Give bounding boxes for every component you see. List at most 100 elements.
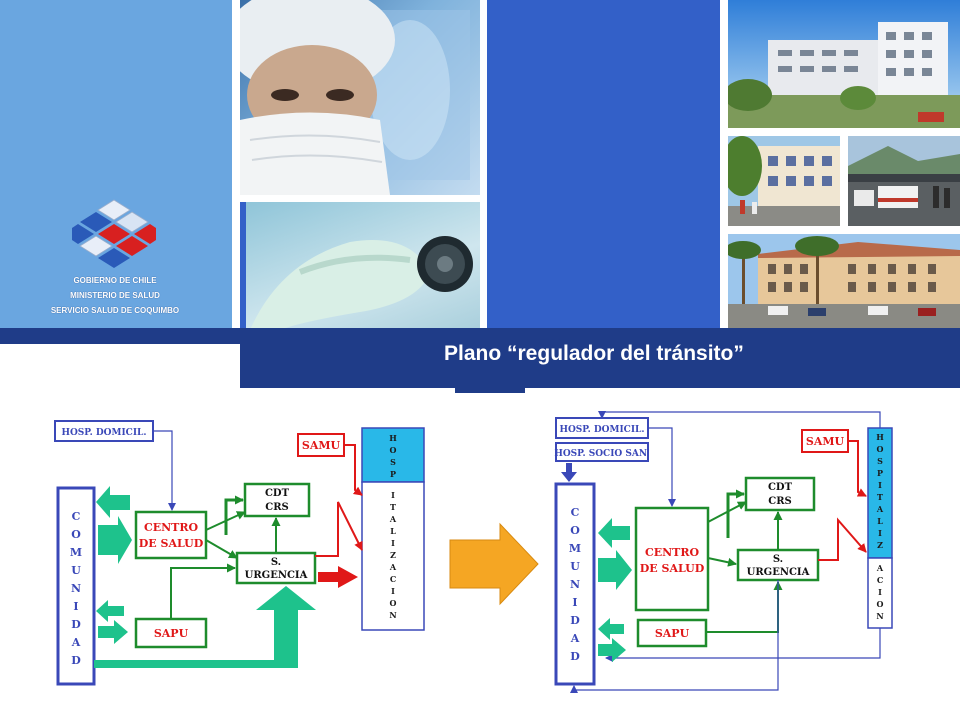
before-hosp-domicil-label: HOSP. DOMICIL. — [61, 428, 146, 438]
ambulance-photo — [848, 136, 960, 226]
after-samu-label: SAMU — [806, 435, 845, 448]
before-comunidad-letters-letter: M — [70, 546, 82, 559]
after-arrow-top-loop — [598, 411, 881, 428]
before-sapu-box — [134, 617, 208, 649]
after-comunidad-letters-letter: U — [570, 560, 580, 573]
after-arrow-centro-urgencia — [707, 557, 737, 567]
before-hosp-bottom-letter: C — [390, 574, 396, 584]
after-hosp-bottom-letter: I — [878, 587, 882, 597]
after-hosp-top-letter: A — [876, 504, 884, 514]
ministry-logo-icon — [72, 199, 156, 268]
street-building-photo — [728, 136, 840, 226]
before-teal-arrow-2 — [98, 516, 132, 564]
after-s-label: S. — [773, 554, 783, 565]
after-hosp-top-letter: T — [877, 492, 883, 502]
after-hosp-socio-box — [555, 442, 649, 462]
before-comunidad-letters-letter: D — [71, 654, 81, 667]
before-cdt-label: CDT — [265, 488, 290, 499]
before-arrow-centro-cdt-2 — [205, 511, 246, 531]
after-centro-salud-label-2: DE SALUD — [640, 562, 705, 575]
after-centro-salud-box — [634, 506, 710, 612]
before-comunidad-letters-letter: D — [71, 618, 81, 631]
after-teal-arrow-4 — [598, 638, 626, 662]
before-comunidad-letters-letter: U — [71, 564, 81, 577]
after-hosp-top-letter: S — [877, 456, 883, 466]
title-bar-notch — [455, 383, 525, 393]
after-comunidad-letters-letter: O — [570, 524, 580, 537]
after-urgencia-label: URGENCIA — [747, 567, 810, 578]
before-arrow-sapu-urgencia — [170, 563, 236, 619]
after-arrow-samu — [848, 440, 867, 497]
before-sapu-label: SAPU — [154, 627, 189, 640]
before-hosp-bottom-box — [361, 481, 425, 631]
diagram-after: HOSP. DOMICIL. HOSP. SOCIO SAN. COMUNIDA… — [554, 411, 893, 693]
before-hosp-bottom-letter: A — [389, 514, 397, 524]
after-hosp-bottom-letter: C — [877, 575, 883, 585]
before-centro-salud-label-1: CENTRO — [144, 521, 199, 534]
after-hosp-top-letter: O — [877, 444, 884, 454]
after-sapu-box — [636, 618, 708, 648]
before-hosp-bottom-letter: A — [389, 562, 397, 572]
after-hosp-top-letter: P — [877, 468, 883, 478]
before-hosp-bottom-letter: Z — [390, 550, 396, 560]
after-arrow-urgencia — [818, 517, 867, 561]
before-centro-salud-box — [134, 510, 208, 560]
after-comunidad-letters-letter: C — [571, 506, 580, 519]
before-centro-salud-label-2: DE SALUD — [139, 537, 204, 550]
after-hosp-top-letter: I — [878, 528, 882, 538]
before-hosp-bottom-letter: N — [389, 610, 396, 620]
after-hosp-bottom-box — [867, 557, 893, 629]
before-arrow-samu — [344, 444, 363, 496]
org-line-ministry: MINISTERIO DE SALUD — [70, 291, 160, 300]
before-samu-label: SAMU — [302, 439, 341, 452]
org-line-service: SERVICIO SALUD DE COQUIMBO — [50, 306, 180, 315]
before-hosp-top-box — [361, 427, 425, 483]
after-sapu-label: SAPU — [655, 627, 690, 640]
after-comunidad-letters-letter: M — [569, 542, 581, 555]
after-teal-arrow-2 — [598, 550, 632, 590]
after-cdt-crs-box — [744, 476, 816, 512]
after-arrow-centro-cdt — [726, 489, 745, 538]
after-teal-arrow-3 — [598, 618, 624, 640]
after-arrow-sapu-urgencia — [706, 581, 783, 633]
hospital-palms-photo — [728, 234, 960, 330]
after-cdt-label: CDT — [768, 482, 793, 493]
after-hosp-bottom-letter: A — [876, 563, 884, 573]
header-left-panel: GOBIERNO DE CHILE MINISTERIO DE SALUD SE… — [0, 0, 232, 330]
before-comunidad-letters-letter: A — [71, 636, 81, 649]
before-arrow-urgencia — [315, 501, 363, 557]
before-hosp-top-letter: O — [390, 445, 397, 455]
before-cdt-crs-box — [243, 482, 311, 518]
transition-arrow — [449, 522, 539, 606]
after-comunidad-letters-letter: I — [572, 596, 577, 609]
title-bar — [240, 328, 960, 388]
stethoscope-photo — [240, 202, 480, 330]
header-band — [0, 328, 240, 344]
after-hosp-top-letter: H — [876, 432, 884, 442]
before-comunidad-letters-letter: N — [71, 582, 81, 595]
before-hosp-bottom-letter: O — [390, 598, 397, 608]
after-comunidad-letters-letter: A — [570, 632, 580, 645]
before-hospitalizacion-label-top: HOSP — [389, 433, 397, 479]
before-hosp-bottom-letter: T — [390, 502, 396, 512]
after-hosp-top-letter: L — [877, 516, 883, 526]
before-s-urgencia-box — [235, 551, 317, 585]
before-crs-label: CRS — [265, 502, 289, 513]
before-arrow-domicil — [153, 430, 176, 511]
after-crs-label: CRS — [768, 496, 792, 507]
after-comunidad-letters-letter: D — [570, 650, 580, 663]
after-hosp-top-letter: I — [878, 480, 882, 490]
before-teal-arrow-1 — [96, 486, 130, 518]
after-arrow-bottom-loop-1 — [605, 628, 881, 662]
after-hosp-top-box — [867, 427, 893, 559]
doctor-mask-photo — [240, 0, 480, 195]
before-s-label: S. — [271, 557, 281, 568]
before-teal-arrow-3 — [96, 600, 124, 622]
before-teal-arrow-4 — [98, 620, 128, 644]
org-line-government: GOBIERNO DE CHILE — [73, 276, 157, 285]
